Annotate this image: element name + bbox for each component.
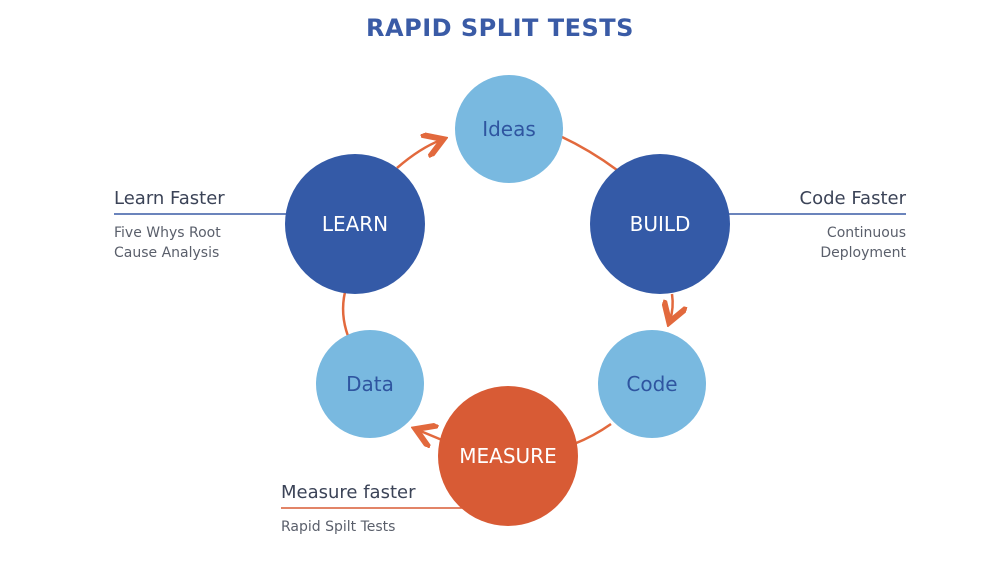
arrow-measure-to-data: [418, 430, 443, 440]
node-build: BUILD: [590, 154, 730, 294]
node-measure: MEASURE: [438, 386, 578, 526]
arrow-ideas-to-build: [559, 134, 618, 172]
diagram-title: RAPID SPLIT TESTS: [366, 14, 634, 42]
arrow-code-to-measure: [573, 422, 612, 446]
node-learn: LEARN: [285, 154, 425, 294]
node-data-label: Data: [346, 372, 394, 396]
node-ideas: Ideas: [455, 75, 563, 183]
arrow-learn-to-ideas: [396, 140, 441, 169]
node-code: Code: [598, 330, 706, 438]
node-measure-label: MEASURE: [459, 444, 557, 468]
node-learn-label: LEARN: [321, 212, 389, 236]
build-annotation-line1: Continuous: [826, 225, 906, 241]
node-build-label: BUILD: [629, 212, 691, 236]
build-annotation-line2: Deployment: [820, 245, 906, 261]
node-ideas-label: Ideas: [482, 117, 536, 141]
build-annotation-heading: Code Faster: [799, 188, 906, 209]
arrow-data-to-learn: [341, 291, 350, 337]
measure-annotation-heading: Measure faster: [281, 482, 416, 503]
learn-annotation-heading: Learn Faster: [114, 188, 225, 209]
measure-annotation-line1: Rapid Spilt Tests: [281, 519, 396, 535]
learn-annotation-line2: Cause Analysis: [114, 245, 220, 261]
node-data: Data: [316, 330, 424, 438]
learn-annotation-line1: Five Whys Root: [114, 225, 221, 241]
node-code-label: Code: [626, 372, 678, 396]
arrow-build-to-code: [670, 293, 673, 320]
